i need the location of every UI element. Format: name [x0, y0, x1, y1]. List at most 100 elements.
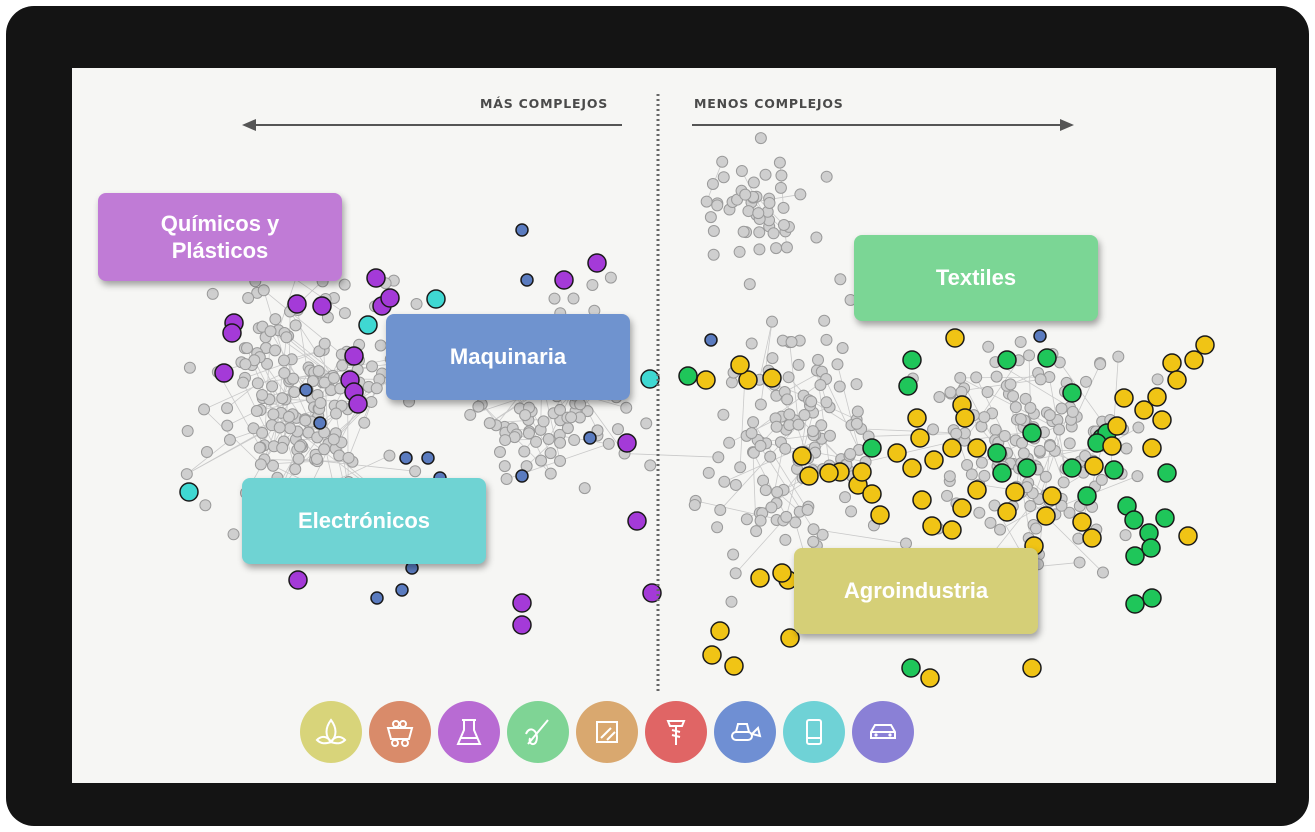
quimicos-node — [627, 511, 647, 531]
network-node — [257, 284, 270, 297]
agroindustria-node — [902, 458, 922, 478]
network-node — [773, 156, 786, 169]
quimicos-node — [348, 394, 368, 414]
textiles-node — [1124, 510, 1144, 530]
network-node — [718, 475, 731, 488]
network-node — [472, 400, 485, 413]
network-node — [753, 226, 766, 239]
maquinaria-node — [421, 451, 435, 465]
quimicos-node — [554, 270, 574, 290]
agroindustria-node — [762, 368, 782, 388]
network-node — [770, 242, 783, 255]
network-edge — [960, 377, 1060, 430]
network-node — [770, 420, 783, 433]
network-node — [815, 419, 828, 432]
network-node — [410, 297, 423, 310]
network-node — [611, 423, 624, 436]
textiles-node — [1062, 383, 1082, 403]
maquinaria-node — [515, 469, 529, 483]
network-node — [823, 429, 836, 442]
agroindustria-node — [710, 621, 730, 641]
network-node — [850, 378, 863, 391]
network-edge — [999, 501, 1050, 530]
textiles-node-group — [678, 348, 1177, 678]
network-node — [833, 380, 846, 393]
network-node — [314, 397, 327, 410]
network-node — [620, 401, 633, 414]
agroindustria-node — [1022, 658, 1042, 678]
network-node — [789, 516, 802, 529]
network-node — [254, 458, 267, 471]
network-node — [807, 535, 820, 548]
network-node — [266, 380, 279, 393]
network-node — [845, 505, 858, 518]
quimicos-node — [380, 288, 400, 308]
network-node — [338, 278, 351, 291]
network-node — [844, 447, 857, 460]
network-node — [702, 466, 715, 479]
network-node — [200, 446, 213, 459]
network-node — [774, 181, 787, 194]
maquinaria-node — [370, 591, 384, 605]
network-node — [1029, 522, 1042, 535]
network-node — [181, 425, 194, 438]
network-edge — [186, 432, 263, 475]
network-node — [1014, 335, 1027, 348]
agroindustria-node — [920, 668, 940, 688]
network-node — [548, 292, 561, 305]
network-node — [766, 352, 779, 365]
network-node — [747, 176, 760, 189]
network-node — [366, 360, 379, 373]
network-node — [794, 188, 807, 201]
agroindustria-node — [955, 408, 975, 428]
agroindustria-node — [819, 463, 839, 483]
network-node — [253, 441, 266, 454]
textiles-node — [1077, 486, 1097, 506]
agroindustria-node — [702, 645, 722, 665]
network-node — [1132, 421, 1145, 434]
network-node — [180, 468, 193, 481]
network-node — [289, 319, 302, 332]
network-node — [237, 376, 250, 389]
network-node — [261, 357, 274, 370]
electronicos-node-group — [179, 289, 660, 502]
quimicos-node — [214, 363, 234, 383]
network-node — [264, 325, 277, 338]
network-node — [998, 429, 1011, 442]
network-node — [1039, 470, 1052, 483]
network-node — [223, 433, 236, 446]
network-node — [820, 333, 833, 346]
quimicos-node-group — [214, 253, 662, 635]
network-node — [839, 491, 852, 504]
chemistry-flask-icon — [438, 701, 500, 763]
textiles-node — [1017, 458, 1037, 478]
network-node — [775, 169, 788, 182]
network-node — [780, 510, 793, 523]
network-node — [739, 188, 752, 201]
network-node — [706, 177, 719, 190]
network-node — [941, 489, 954, 502]
quimicos-node — [512, 593, 532, 613]
network-node — [1119, 529, 1132, 542]
network-node — [522, 427, 535, 440]
agroindustria-node — [870, 505, 890, 525]
network-node — [779, 533, 792, 546]
network-node — [288, 386, 301, 399]
network-node — [981, 386, 994, 399]
network-node — [199, 499, 212, 512]
network-edge — [759, 321, 773, 380]
network-node — [1063, 437, 1076, 450]
network-node — [943, 470, 956, 483]
network-node — [312, 365, 325, 378]
network-node — [299, 414, 312, 427]
network-node — [779, 442, 792, 455]
network-node — [183, 361, 196, 374]
agroindustria-node — [862, 484, 882, 504]
network-node — [342, 451, 355, 464]
network-node — [754, 514, 767, 527]
maquinaria-node — [520, 273, 534, 287]
textiles-node — [987, 443, 1007, 463]
metal-screw-icon — [645, 701, 707, 763]
network-node — [725, 595, 738, 608]
network-node — [554, 454, 567, 467]
